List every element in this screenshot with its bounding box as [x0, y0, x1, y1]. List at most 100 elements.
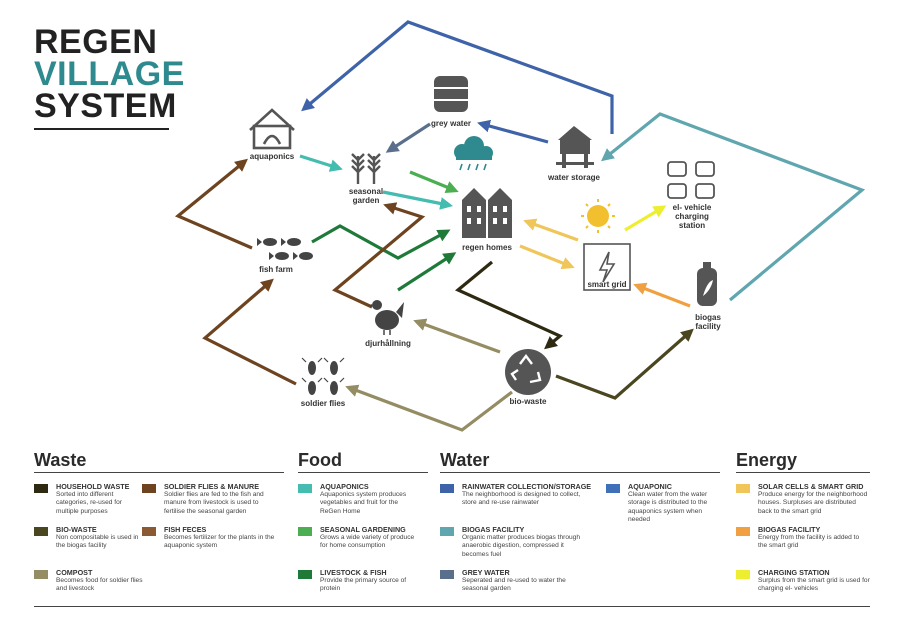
swatch — [298, 527, 312, 536]
sun-icon — [581, 199, 615, 233]
cars-icon — [667, 161, 715, 199]
legend-item-household-waste: HOUSEHOLD WASTE Sorted into different ca… — [34, 482, 169, 516]
bio-waste-node: bio-waste — [505, 349, 551, 406]
ev-label-1: el- vehicle — [673, 203, 712, 212]
grey-water-label: grey water — [431, 119, 471, 128]
flow-biogas-to-storage — [601, 112, 866, 302]
legend-rule-water — [440, 472, 720, 473]
recycle-icon — [505, 349, 551, 395]
biogas-label-1: biogas — [695, 313, 721, 322]
fish-farm-label: fish farm — [259, 265, 293, 274]
flow-compost-to-flies — [345, 384, 513, 432]
biogas-node: biogas facility — [695, 262, 721, 331]
swatch — [34, 527, 48, 536]
legend-heading-water: Water — [440, 450, 490, 470]
legend-item-desc: Provide the primary source of protein — [320, 577, 407, 593]
legend-item-biogas-energy: BIOGAS FACILITY Energy from the facility… — [736, 525, 871, 551]
flow-storage-to-greywater — [477, 119, 549, 144]
bio-waste-label: bio-waste — [510, 397, 547, 406]
flow-biowaste-to-biogas — [555, 328, 694, 400]
legend-item-title: AQUAPONIC — [628, 482, 672, 491]
legend-heading-waste: Waste — [34, 450, 87, 470]
smart-grid-box — [583, 243, 631, 291]
flow-arrows — [174, 20, 866, 432]
ev-label-3: station — [679, 221, 705, 230]
swatch — [736, 527, 750, 536]
legend-item-rainwater: RAINWATER COLLECTION/STORAGE The neighbo… — [440, 482, 600, 508]
crops-icon — [351, 153, 381, 184]
lightning-icon — [598, 251, 616, 283]
legend-item-desc: Becomes fertilizer for the plants in the… — [164, 534, 275, 550]
flow-chicken-to-homes — [397, 252, 457, 292]
soldier-flies-node: soldier flies — [301, 357, 346, 408]
seasonal-garden-label-1: seasonal — [349, 187, 383, 196]
legend-item-desc: Clean water from the water storage is di… — [628, 491, 708, 524]
title-line-1: REGEN — [34, 23, 158, 61]
flow-homes-to-biowaste — [454, 260, 563, 350]
tank-icon — [434, 76, 468, 112]
swatch — [736, 484, 750, 493]
aquaponics-node: aquaponics — [249, 108, 295, 161]
legend-rule-food — [298, 472, 428, 473]
seasonal-garden-label-2: garden — [353, 196, 380, 205]
flow-sun-to-homes — [523, 218, 579, 242]
title-underline — [34, 128, 169, 130]
swatch — [298, 484, 312, 493]
legend-item-desc: Produce energy for the neighborhood hous… — [758, 491, 868, 515]
aquaponics-label: aquaponics — [250, 152, 295, 161]
swatch — [34, 484, 48, 493]
legend-item-livestock-fish: LIVESTOCK & FISH Provide the primary sou… — [298, 568, 433, 594]
djurhallning-label: djurhållning — [365, 339, 411, 348]
swatch — [142, 527, 156, 536]
legend-item-desc: Non compositable is used in the biogas f… — [56, 534, 139, 550]
legend-item-seasonal-gardening: SEASONAL GARDENING Grows a wide variety … — [298, 525, 433, 551]
flow-flies-to-fish — [202, 278, 297, 386]
legend-item-title: AQUAPONICS — [320, 482, 369, 491]
legend-item-title: LIVESTOCK & FISH — [320, 568, 387, 577]
grey-water-node: grey water — [431, 76, 471, 128]
flow-rainwater-to-aquaponics — [301, 20, 614, 134]
legend-item-desc: Organic matter produces biogas through a… — [462, 534, 581, 558]
legend-heading-food: Food — [298, 450, 342, 470]
flow-garden-to-homes-2 — [409, 170, 459, 194]
bottom-rule — [34, 606, 870, 607]
legend-item-desc: Seperated and re-used to water the seaso… — [462, 577, 566, 593]
water-storage-label: water storage — [547, 173, 601, 182]
legend-item-title: COMPOST — [56, 568, 93, 577]
legend-item-title: BIOGAS FACILITY — [758, 525, 821, 534]
ev-label-2: charging — [675, 212, 709, 221]
legend-item-desc: Surplus from the smart grid is used for … — [758, 577, 870, 593]
legend-item-title: GREY WATER — [462, 568, 510, 577]
houses-icon — [462, 188, 512, 238]
ev-charging-node: el- vehicle charging station — [667, 161, 715, 230]
legend-item-desc: Sorted into different categories, re-use… — [56, 491, 122, 515]
fish-farm-node: fish farm — [257, 238, 313, 274]
water-storage-node: water storage — [547, 126, 601, 182]
legend-item-desc: Aquaponics system produces vegetables an… — [320, 491, 407, 515]
regen-homes-node: regen homes — [462, 188, 512, 252]
smart-grid-node: smart grid — [583, 243, 631, 291]
legend-item-title: SEASONAL GARDENING — [320, 525, 406, 534]
swatch — [298, 570, 312, 579]
flow-grid-to-ev — [624, 205, 667, 232]
swatch — [440, 527, 454, 536]
legend-item-aquaponics: AQUAPONICS Aquaponics system produces ve… — [298, 482, 433, 516]
flies-icon — [301, 357, 345, 395]
flow-biogas-to-grid — [633, 282, 691, 308]
legend-item-desc: Soldier flies are fed to the fish and ma… — [164, 491, 264, 515]
greenhouse-icon — [249, 108, 295, 150]
biogas-label-2: facility — [695, 322, 721, 331]
legend-item-desc: Becomes food for soldier flies and lives… — [56, 577, 143, 593]
flow-greywater-to-garden — [385, 122, 431, 153]
swatch — [440, 570, 454, 579]
flow-fish-to-homes — [311, 224, 451, 260]
page-title: REGEN VILLAGE SYSTEM — [34, 23, 185, 123]
legend-rule-energy — [736, 472, 870, 473]
legend-item-title: BIOGAS FACILITY — [462, 525, 525, 534]
legend-item-desc: The neighborhood is designed to collect,… — [462, 491, 581, 507]
rain-cloud-icon — [454, 136, 493, 171]
legend-item-compost: COMPOST Becomes food for soldier flies a… — [34, 568, 169, 594]
legend-item-desc: Energy from the facility is added to the… — [758, 534, 860, 550]
legend-item-title: BIO-WASTE — [56, 525, 97, 534]
seasonal-garden-node: seasonal garden — [349, 153, 383, 205]
